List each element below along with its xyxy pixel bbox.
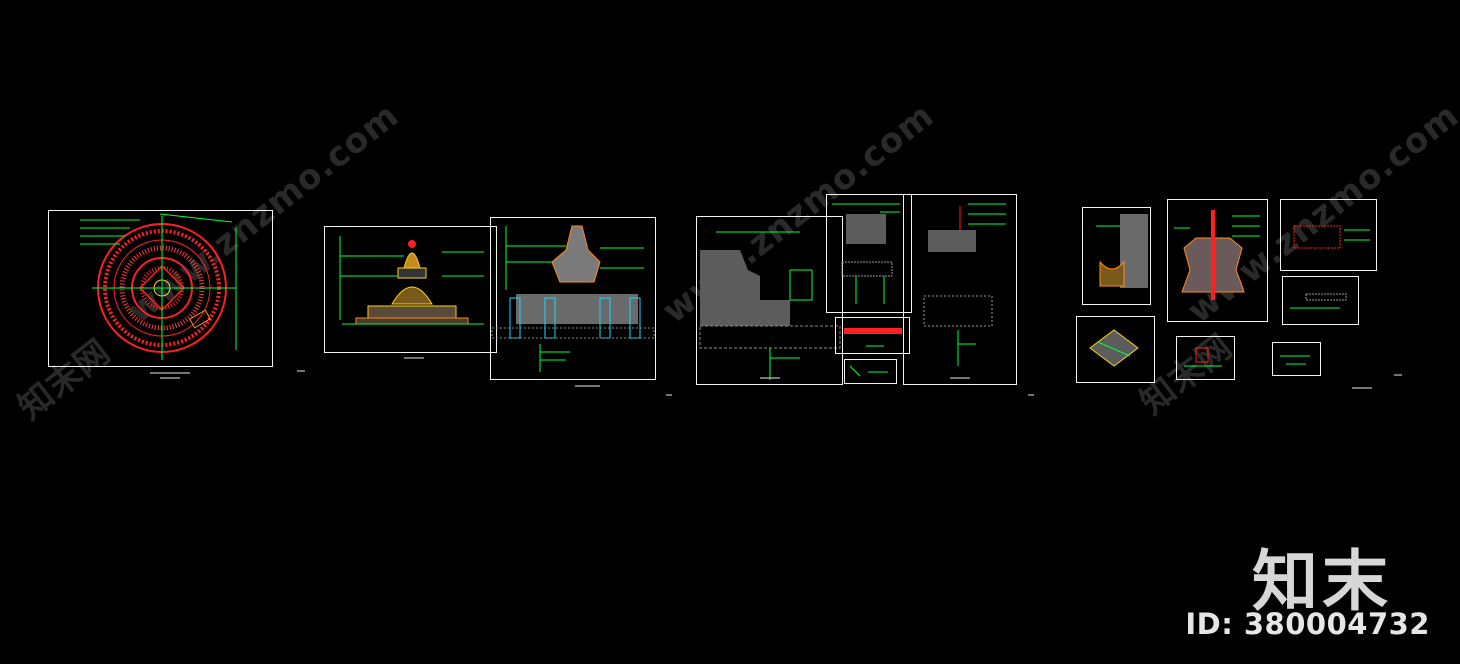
detail-d6-sheet	[1176, 336, 1235, 380]
detail-small-sheet	[844, 359, 897, 384]
detail-section-c-sheet	[903, 194, 1017, 385]
detail-section-b-sheet	[826, 194, 912, 313]
detail-section-a-sheet	[696, 216, 843, 385]
detail-d2-sheet	[1167, 199, 1268, 322]
fountain-plan-sheet	[48, 210, 273, 379]
detail-d3-sheet	[1280, 199, 1377, 271]
detail-d4-sheet	[1282, 276, 1359, 325]
detail-strip-sheet	[835, 317, 910, 354]
detail-d7-sheet	[1272, 342, 1321, 376]
fountain-elevation-sheet	[324, 226, 497, 359]
brand-logo: 知末	[1252, 543, 1392, 620]
fountain-section-sheet	[490, 217, 656, 387]
detail-d5-sheet	[1076, 316, 1155, 383]
detail-d1-sheet	[1082, 207, 1151, 305]
asset-id-label: ID: 380004732	[1185, 607, 1430, 641]
